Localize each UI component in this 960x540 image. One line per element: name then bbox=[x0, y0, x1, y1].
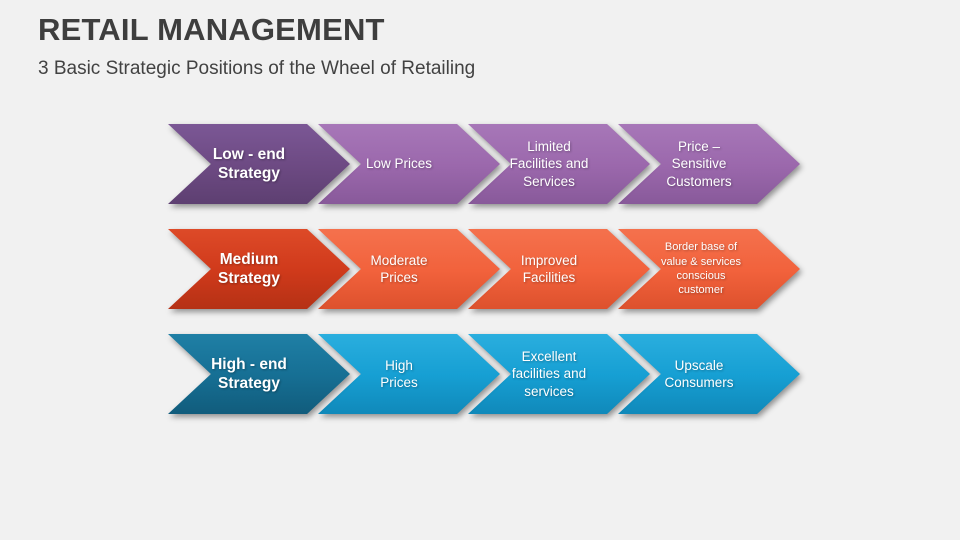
chevron-label: Limited Facilities and Services bbox=[509, 139, 589, 189]
strategy-row-high-end: High - end Strategy High Prices Excellen… bbox=[168, 334, 818, 414]
chevron-low-end-strategy: Low - end Strategy bbox=[168, 124, 350, 204]
chevron-label: Upscale Consumers bbox=[664, 357, 734, 390]
chevron-label: High - end Strategy bbox=[211, 355, 287, 392]
chevron-label: Low - end Strategy bbox=[212, 145, 286, 182]
chevron-medium-strategy: Medium Strategy bbox=[168, 229, 350, 309]
slide-subtitle: 3 Basic Strategic Positions of the Wheel… bbox=[38, 58, 476, 79]
chevron-limited-facilities: Limited Facilities and Services bbox=[468, 124, 650, 204]
chevron-label: Improved Facilities bbox=[520, 252, 578, 285]
chevron-label: Border base of value & services consciou… bbox=[660, 241, 742, 297]
chevron-high-end-strategy: High - end Strategy bbox=[168, 334, 350, 414]
chevron-label: Moderate Prices bbox=[370, 252, 428, 285]
chevron-label: High Prices bbox=[380, 357, 418, 390]
strategy-row-medium: Medium Strategy Moderate Prices Improved… bbox=[168, 229, 818, 309]
chevron-label: Excellent facilities and services bbox=[511, 349, 587, 399]
chevron-label: Low Prices bbox=[365, 156, 433, 172]
slide-title: RETAIL MANAGEMENT bbox=[38, 12, 385, 47]
chevron-label: Price – Sensitive Customers bbox=[666, 139, 732, 189]
chevron-label: Medium Strategy bbox=[217, 250, 281, 287]
strategy-row-low-end: Low - end Strategy Low Prices Limited Fa… bbox=[168, 124, 818, 204]
